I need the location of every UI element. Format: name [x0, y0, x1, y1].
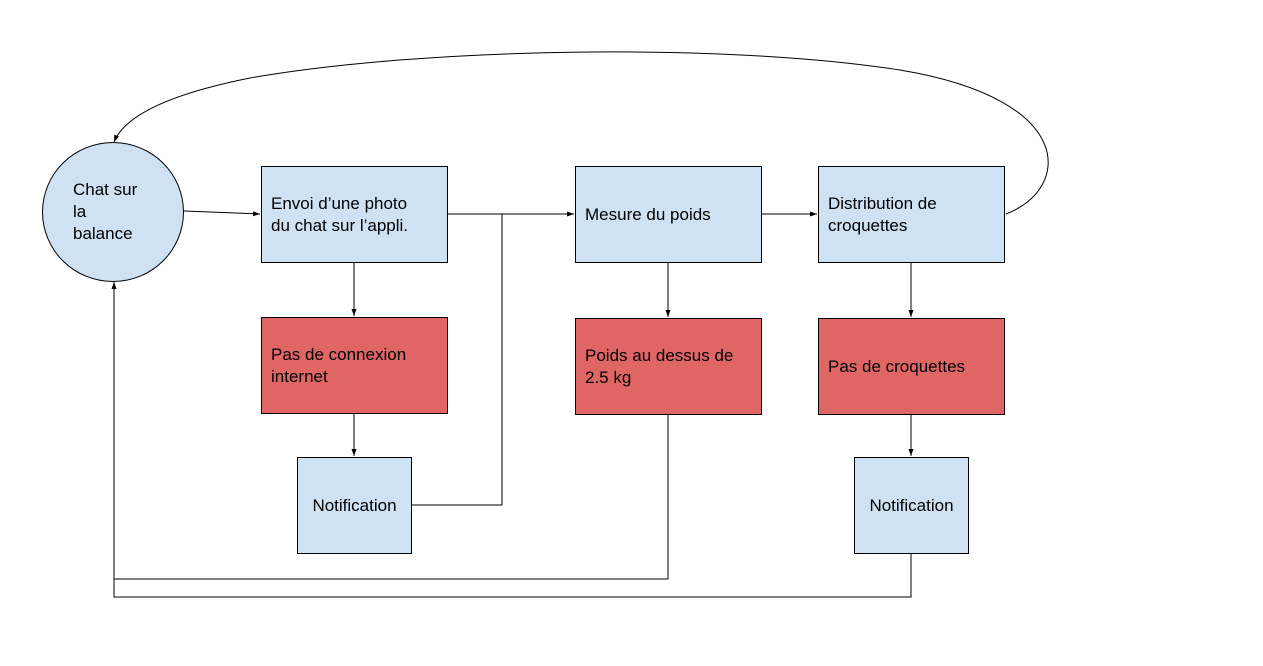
edge-distribution-loop-to-chat	[113, 51, 1049, 215]
edge-chat-to-envoi	[183, 210, 261, 217]
node-label: Pas de connexion internet	[271, 344, 407, 386]
node-pas-de-croquettes: Pas de croquettes	[818, 318, 1005, 415]
edge-notification1-to-mesure	[412, 214, 503, 506]
node-label: Poids au dessus de 2.5 kg	[585, 345, 734, 387]
node-chat-sur-la-balance: Chat sur la balance	[42, 142, 184, 282]
node-label: Notification	[869, 495, 954, 515]
edge-notification2-to-chat	[111, 282, 912, 598]
node-notification-1: Notification	[297, 457, 412, 554]
node-label: Chat sur la balance	[73, 180, 138, 243]
node-pas-de-connexion: Pas de connexion internet	[261, 317, 448, 414]
node-label: Notification	[312, 495, 397, 515]
node-label: Distribution de croquettes	[828, 193, 937, 235]
edge-poids-to-chat	[114, 415, 669, 580]
node-mesure-du-poids: Mesure du poids	[575, 166, 762, 263]
node-distribution-croquettes: Distribution de croquettes	[818, 166, 1005, 263]
node-label: Mesure du poids	[585, 204, 711, 224]
node-label: Envoi d’une photo du chat sur l’appli.	[271, 193, 409, 235]
node-label: Pas de croquettes	[828, 356, 966, 376]
node-envoi-photo: Envoi d’une photo du chat sur l’appli.	[261, 166, 448, 263]
node-notification-2: Notification	[854, 457, 969, 554]
node-poids-au-dessus: Poids au dessus de 2.5 kg	[575, 318, 762, 415]
